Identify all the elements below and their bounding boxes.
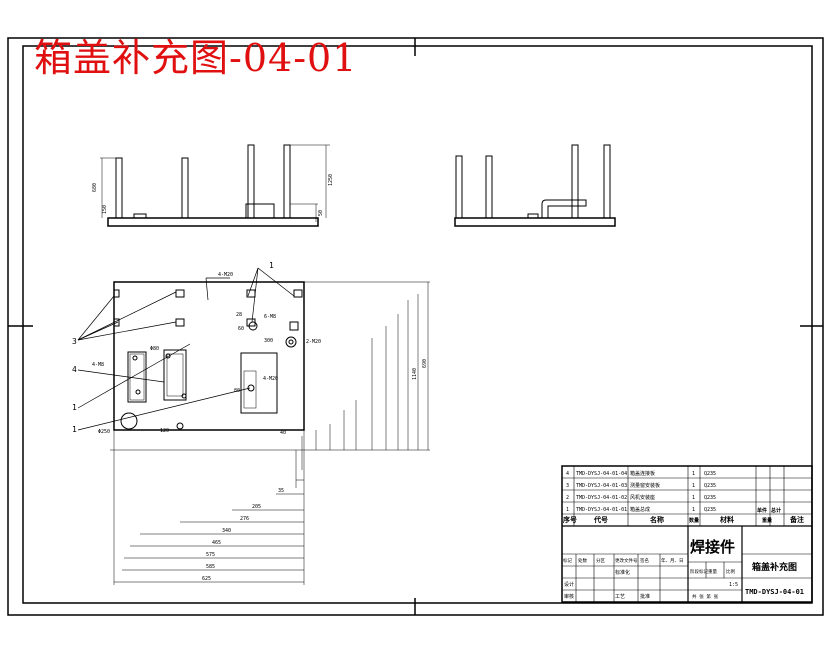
dim-height-left: 680 — [92, 183, 98, 192]
bom-row: 1 TMD-DYSJ-04-01-01 箱盖总成 1 Q235 — [566, 506, 716, 513]
dim-phi250: Φ250 — [98, 429, 110, 435]
drawing-name: 箱盖补充图 — [752, 561, 797, 573]
svg-text:单件: 单件 — [757, 507, 767, 514]
dim-465: 465 — [212, 540, 221, 546]
callout-3: 3 — [72, 337, 77, 346]
dim-4m20: 4-M20 — [218, 272, 233, 278]
svg-text:比例: 比例 — [726, 568, 735, 575]
svg-text:1: 1 — [566, 507, 569, 513]
svg-text:代号: 代号 — [593, 515, 608, 524]
leader-lines — [77, 267, 295, 431]
dim-phi80: Φ80 — [150, 346, 159, 352]
svg-text:年、月、日: 年、月、日 — [661, 557, 684, 564]
drawing-frame — [7, 37, 824, 616]
dim-276: 276 — [240, 516, 249, 522]
dim-small-right: 50 — [318, 210, 324, 216]
bom-row: 4 TMD-DYSJ-04-01-04 箱盖连接板 1 Q235 — [566, 470, 716, 477]
dim-340: 340 — [222, 528, 231, 534]
svg-text:共 张 第 张: 共 张 第 张 — [692, 593, 719, 600]
svg-text:签名: 签名 — [640, 557, 649, 564]
svg-text:TMD-DYSJ-04-01-01: TMD-DYSJ-04-01-01 — [576, 507, 627, 513]
svg-text:阶段标记: 阶段标记 — [690, 568, 708, 575]
svg-text:设计: 设计 — [564, 581, 574, 588]
svg-text:Q235: Q235 — [704, 495, 716, 501]
svg-text:1: 1 — [692, 483, 695, 489]
dim-1140: 1140 — [412, 368, 418, 380]
svg-text:分区: 分区 — [596, 557, 605, 564]
svg-text:Q235: Q235 — [704, 507, 716, 513]
dim-120: 120 — [160, 428, 169, 434]
svg-text:标准化: 标准化 — [615, 569, 630, 576]
svg-text:材料: 材料 — [719, 515, 734, 524]
plan-horizontal-dims — [113, 430, 305, 585]
svg-text:4: 4 — [566, 471, 569, 477]
dim-4m20b: 4-M20 — [263, 376, 278, 382]
svg-text:1:5: 1:5 — [729, 582, 738, 588]
drawing-title: 箱盖补充图-04-01 — [34, 36, 358, 80]
welded-label: 焊接件 — [690, 538, 735, 556]
drawing-number: TMD-DYSJ-04-01 — [745, 588, 804, 596]
svg-text:2: 2 — [566, 495, 569, 501]
bom-table — [561, 465, 813, 603]
front-view-left — [100, 144, 330, 227]
svg-text:风机安装座: 风机安装座 — [630, 494, 655, 501]
side-view-right — [454, 144, 616, 227]
svg-text:审核: 审核 — [564, 593, 574, 600]
svg-text:数量: 数量 — [689, 517, 699, 524]
callout-1-top: 1 — [269, 261, 274, 270]
svg-text:批准: 批准 — [640, 593, 650, 600]
svg-text:1: 1 — [692, 495, 695, 501]
svg-text:备注: 备注 — [789, 515, 804, 524]
plan-view — [113, 281, 305, 431]
svg-text:箱盖总成: 箱盖总成 — [630, 506, 650, 513]
dim-625: 625 — [202, 576, 211, 582]
svg-text:序号: 序号 — [562, 515, 577, 524]
svg-text:更改文件号: 更改文件号 — [615, 557, 638, 564]
dim-205: 205 — [252, 504, 261, 510]
svg-text:TMD-DYSJ-04-01-02: TMD-DYSJ-04-01-02 — [576, 495, 627, 501]
title-block: 焊接件 箱盖补充图 TMD-DYSJ-04-01 标记 处数 分区 更改文件号 … — [563, 538, 804, 600]
dim-height-right: 1250 — [328, 174, 334, 186]
svg-text:TMD-DYSJ-04-01-04: TMD-DYSJ-04-01-04 — [576, 471, 627, 477]
svg-text:TMD-DYSJ-04-01-03: TMD-DYSJ-04-01-03 — [576, 483, 627, 489]
svg-text:1: 1 — [692, 471, 695, 477]
svg-text:名称: 名称 — [650, 515, 664, 524]
dim-690: 690 — [422, 359, 428, 368]
dim-300: 300 — [264, 338, 273, 344]
dim-80: 80 — [234, 388, 240, 394]
bom-header: 序号 代号 名称 数量 材料 单件 总计 重量 备注 — [562, 507, 804, 524]
svg-text:处数: 处数 — [578, 557, 587, 564]
dim-575: 575 — [206, 552, 215, 558]
svg-text:测量窗安装板: 测量窗安装板 — [630, 482, 660, 489]
dim-2m20: 2-M20 — [306, 339, 321, 345]
svg-text:标记: 标记 — [563, 557, 572, 564]
dim-35: 35 — [278, 488, 284, 494]
svg-text:Q235: Q235 — [704, 471, 716, 477]
dim-small-left: 150 — [102, 205, 108, 214]
dim-60: 60 — [238, 326, 244, 332]
dim-28: 28 — [236, 312, 242, 318]
dim-4m8: 4-M8 — [92, 362, 104, 368]
plan-vertical-dims — [110, 281, 430, 488]
svg-text:箱盖连接板: 箱盖连接板 — [630, 470, 655, 477]
dim-6m8: 6-M8 — [264, 314, 276, 320]
callout-1-mid: 1 — [72, 403, 77, 412]
svg-text:Q235: Q235 — [704, 483, 716, 489]
svg-text:重量: 重量 — [762, 517, 772, 524]
dim-40: 40 — [280, 430, 286, 436]
callout-4: 4 — [72, 365, 77, 374]
bom-row: 2 TMD-DYSJ-04-01-02 风机安装座 1 Q235 — [566, 494, 716, 501]
svg-text:工艺: 工艺 — [615, 594, 625, 600]
svg-text:1: 1 — [692, 507, 695, 513]
svg-text:重量: 重量 — [708, 568, 717, 575]
svg-text:总计: 总计 — [771, 507, 781, 514]
bom-row: 3 TMD-DYSJ-04-01-03 测量窗安装板 1 Q235 — [566, 482, 716, 489]
dim-585: 585 — [206, 564, 215, 570]
callout-1-low: 1 — [72, 425, 77, 434]
centering-marks — [8, 38, 823, 615]
svg-text:3: 3 — [566, 483, 569, 489]
